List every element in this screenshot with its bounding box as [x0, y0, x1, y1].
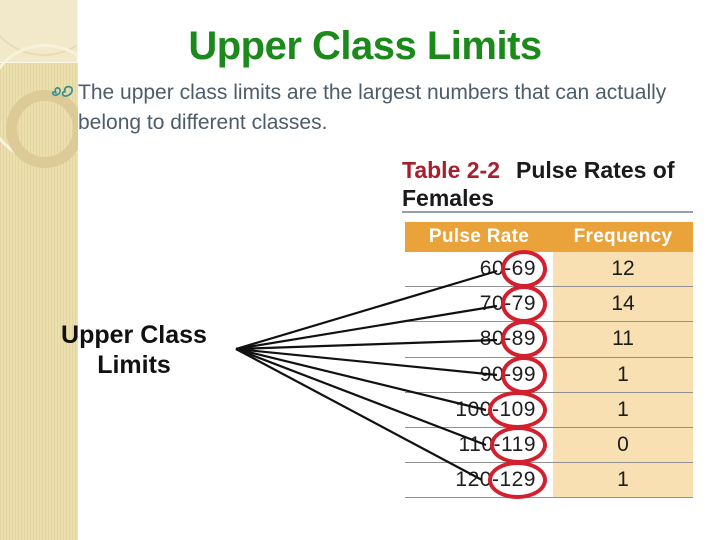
range-dash: - — [493, 433, 502, 457]
frequency-cell: 14 — [553, 287, 693, 322]
range-dash: - — [504, 362, 512, 386]
table-row: 100-109 1 — [405, 390, 693, 429]
upper-limit-circled: 119 — [490, 426, 547, 465]
frequency-cell: 1 — [553, 392, 693, 427]
pulse-rate-cell: 60-69 — [405, 250, 553, 289]
column-header-frequency: Frequency — [573, 226, 673, 247]
left-decoration-strip — [0, 0, 78, 540]
pulse-rate-cell: 90-99 — [405, 355, 553, 394]
lower-limit: 70 — [479, 292, 505, 316]
lower-limit: 60 — [479, 257, 505, 281]
range-dash: - — [504, 327, 512, 351]
bullet-text: The upper class limits are the largest n… — [78, 81, 667, 134]
upper-limit-circled: 69 — [500, 250, 548, 289]
page-title: Upper Class Limits — [188, 24, 542, 68]
table-row: 60-69 12 — [405, 250, 693, 289]
frequency-cell: 1 — [553, 463, 693, 498]
table-row: 110-119 0 — [405, 426, 693, 465]
table-row: 70-79 14 — [405, 285, 693, 324]
pulse-rate-cell: 120-129 — [405, 461, 553, 500]
florette-bullet-icon — [50, 84, 76, 102]
range-dash: - — [504, 292, 512, 316]
table-number-label: Table 2-2 — [402, 157, 500, 183]
frequency-cell: 12 — [553, 252, 693, 287]
table-row: 80-89 11 — [405, 320, 693, 359]
upper-limit-circled: 109 — [488, 390, 547, 429]
lower-limit: 80 — [479, 327, 505, 351]
upper-limit-circled: 99 — [500, 355, 548, 394]
frequency-cell: 1 — [553, 357, 693, 392]
lower-limit: 110 — [458, 433, 494, 457]
pulse-rate-cell: 110-119 — [405, 426, 553, 465]
upper-limit-circled: 89 — [500, 320, 548, 359]
table-row: 90-99 1 — [405, 355, 693, 394]
lower-limit: 90 — [479, 362, 505, 386]
lower-limit: 120 — [455, 468, 492, 492]
pulse-rate-cell: 70-79 — [405, 285, 553, 324]
decoration-ring-thick — [6, 90, 78, 168]
table-body: 60-69 12 70-79 14 80-89 11 90-99 1 100-1… — [405, 250, 693, 500]
upper-limit-circled: 129 — [488, 461, 547, 500]
pulse-rate-cell: 80-89 — [405, 320, 553, 359]
table-title-rule — [402, 211, 693, 213]
pulse-rate-cell: 100-109 — [405, 390, 553, 429]
range-dash: - — [491, 468, 500, 492]
column-header-pulse-rate: Pulse Rate — [428, 226, 530, 247]
frequency-cell: 0 — [553, 427, 693, 463]
frequency-cell: 11 — [553, 322, 693, 357]
upper-class-limits-label: Upper Class Limits — [61, 321, 207, 379]
range-dash: - — [491, 397, 500, 421]
range-dash: - — [504, 257, 512, 281]
table-row: 120-129 1 — [405, 461, 693, 500]
lower-limit: 100 — [455, 397, 492, 421]
table-title-text: Pulse Rates of Females — [402, 157, 675, 211]
table-header-row: Pulse Rate Frequency — [405, 222, 693, 252]
upper-limit-circled: 79 — [500, 285, 548, 324]
